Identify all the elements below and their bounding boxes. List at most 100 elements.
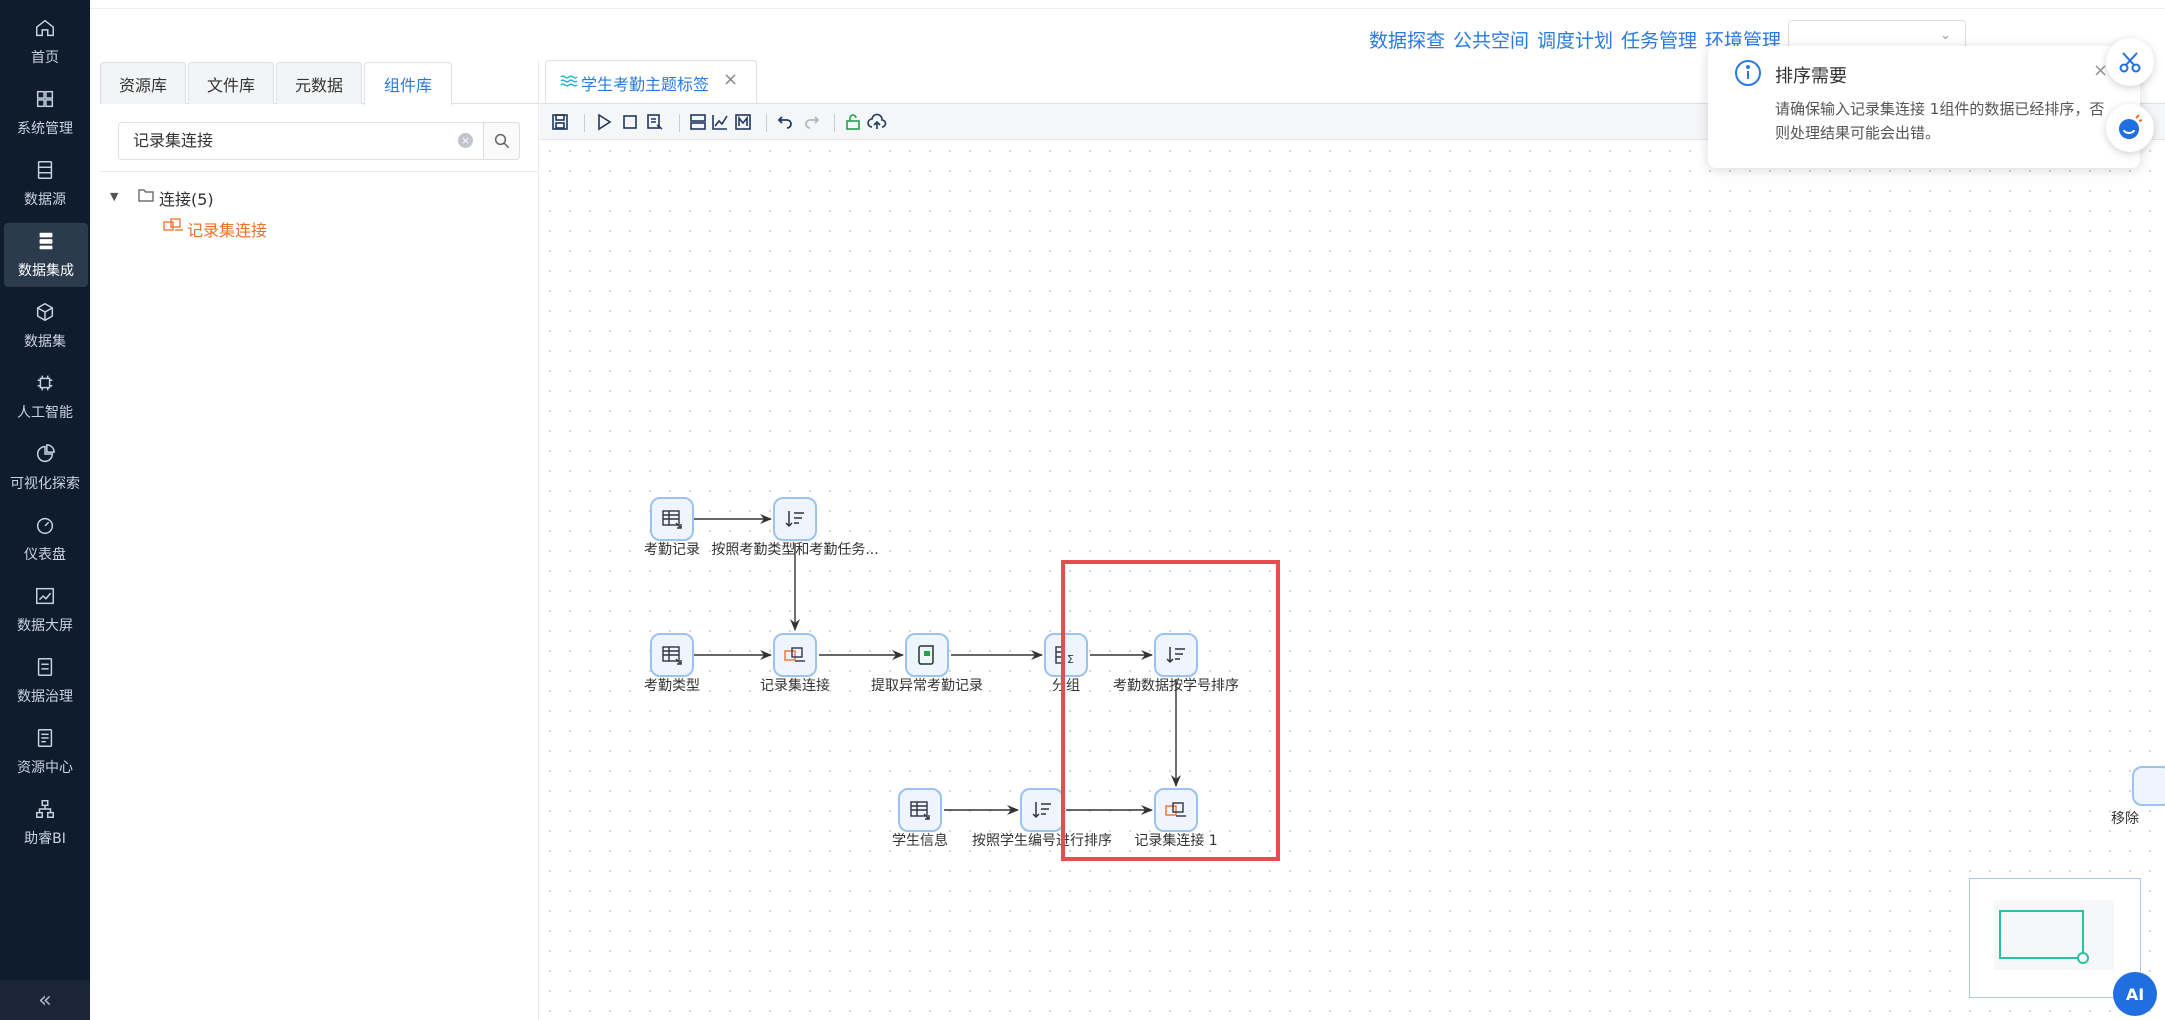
- tab-resource-library[interactable]: 资源库: [100, 62, 186, 104]
- search-icon: [494, 133, 509, 149]
- top-link-explore[interactable]: 数据探查: [1369, 30, 1446, 52]
- nav-item-bi[interactable]: 助睿BI: [0, 791, 90, 855]
- chat-bot-icon: [2119, 114, 2143, 139]
- table-input-icon: [662, 646, 682, 665]
- resource-icon: [37, 729, 53, 747]
- chart-icon[interactable]: [710, 112, 730, 132]
- gauge-icon: [36, 517, 54, 534]
- preview-icon[interactable]: [645, 112, 665, 132]
- node-label: 移除: [2111, 811, 2139, 827]
- flow-node-group[interactable]: Σ: [1044, 633, 1088, 677]
- flow-node-recordset-join[interactable]: [773, 633, 817, 677]
- editor-tab[interactable]: [545, 60, 757, 103]
- node-label: 考勤数据按学号排序: [1113, 678, 1239, 694]
- component-panel: [90, 60, 539, 1020]
- node-label: 记录集连接: [760, 678, 830, 694]
- node-label: 分组: [1052, 678, 1080, 694]
- stop-icon[interactable]: [620, 112, 640, 132]
- top-link-public-space[interactable]: 公共空间: [1453, 30, 1530, 52]
- screenshot-button[interactable]: [2106, 38, 2154, 86]
- nav-item-big-screen[interactable]: 数据大屏: [0, 578, 90, 642]
- upload-cloud-icon[interactable]: [867, 112, 887, 132]
- flow-node-recordset-join-1[interactable]: [1154, 788, 1198, 832]
- minimap-resize-handle[interactable]: [2077, 952, 2089, 964]
- nav-label: 数据治理: [17, 689, 73, 705]
- close-icon[interactable]: ×: [2093, 60, 2109, 81]
- nav-label: 资源中心: [17, 760, 73, 776]
- join-icon: [1165, 802, 1186, 817]
- nav-label: 数据集成: [18, 263, 74, 279]
- join-icon: [784, 647, 805, 662]
- scissors-icon: [2119, 52, 2141, 73]
- sort-icon: [1166, 647, 1185, 664]
- org-chart-icon: [36, 800, 54, 818]
- close-icon[interactable]: ×: [723, 69, 739, 90]
- run-icon[interactable]: [594, 112, 614, 132]
- flow-node-attendance-records[interactable]: [650, 497, 694, 541]
- toolbar-separator: [834, 114, 835, 132]
- minimap-viewport[interactable]: [1999, 910, 2084, 959]
- nav-item-home[interactable]: 首页: [0, 10, 90, 74]
- ai-button[interactable]: AI: [2113, 972, 2157, 1016]
- undo-icon[interactable]: [775, 112, 795, 132]
- node-label: 记录集连接 1: [1134, 833, 1218, 849]
- search-button[interactable]: [484, 122, 520, 160]
- search-input[interactable]: 记录集连接: [118, 122, 484, 160]
- tab-component-library[interactable]: 组件库: [364, 62, 452, 105]
- sort-icon: [1032, 802, 1051, 819]
- tab-metadata[interactable]: 元数据: [276, 62, 362, 104]
- nav-item-datasource[interactable]: 数据源: [0, 152, 90, 216]
- flow-node-attendance-type[interactable]: [650, 633, 694, 677]
- tree-node-connection[interactable]: 连接(5): [159, 190, 214, 209]
- redo-icon[interactable]: [802, 112, 822, 132]
- line-chart-icon: [36, 587, 54, 605]
- svg-text:Σ: Σ: [1067, 653, 1074, 666]
- top-link-task[interactable]: 任务管理: [1621, 30, 1698, 52]
- flow-node-partial[interactable]: [2132, 766, 2165, 806]
- notification-message: 请确保输入记录集连接 1组件的数据已经排序，否则处理结果可能会出错。: [1775, 100, 2105, 142]
- tab-file-library[interactable]: 文件库: [188, 62, 274, 104]
- nav-item-resource[interactable]: 资源中心: [0, 720, 90, 784]
- nav-item-system[interactable]: 系统管理: [0, 81, 90, 145]
- panel-divider: [100, 171, 539, 172]
- save-icon[interactable]: [550, 112, 570, 132]
- collapse-sidebar-button[interactable]: «: [0, 980, 90, 1020]
- assistant-button[interactable]: [2106, 104, 2154, 152]
- nav-label: 数据大屏: [17, 618, 73, 634]
- nav-label: 助睿BI: [24, 831, 66, 847]
- nav-item-governance[interactable]: 数据治理: [0, 649, 90, 713]
- nav-item-ai[interactable]: 人工智能: [0, 365, 90, 429]
- nav-item-visual-explore[interactable]: 可视化探索: [0, 436, 90, 500]
- flow-canvas[interactable]: [540, 141, 2165, 1020]
- nav-label: 仪表盘: [24, 547, 66, 563]
- nav-item-data-integration[interactable]: 数据集成: [4, 223, 88, 287]
- matrix-icon[interactable]: [733, 112, 753, 132]
- nav-label: 数据源: [24, 192, 66, 208]
- database-icon: [37, 161, 53, 179]
- flow-node-sort-by-student-id[interactable]: [1154, 633, 1198, 677]
- node-label: 考勤类型: [644, 678, 700, 694]
- toolbar-separator: [584, 114, 585, 132]
- editor-tab-label: 学生考勤主题标签: [581, 75, 710, 94]
- nav-label: 首页: [31, 50, 59, 66]
- flow-node-extract-abnormal[interactable]: [905, 633, 949, 677]
- unlock-icon[interactable]: [843, 112, 863, 132]
- tree-node-recordset-join[interactable]: 记录集连接: [187, 221, 268, 240]
- side-navigation: 首页 系统管理 数据源 数据集成 数据集 人工智能 可视化探索 仪表盘 数据大屏…: [0, 0, 90, 1020]
- layout-icon[interactable]: [688, 112, 708, 132]
- caret-down-icon[interactable]: ▼: [110, 190, 119, 203]
- nav-label: 可视化探索: [10, 476, 80, 492]
- chevron-down-icon: ⌄: [1940, 28, 1951, 43]
- top-divider: [90, 8, 2165, 9]
- top-link-schedule[interactable]: 调度计划: [1537, 30, 1614, 52]
- clear-icon[interactable]: ×: [458, 133, 473, 148]
- nav-item-dashboard[interactable]: 仪表盘: [0, 507, 90, 571]
- nav-item-dataset[interactable]: 数据集: [0, 294, 90, 358]
- flow-node-student-info[interactable]: [898, 788, 942, 832]
- node-label: 考勤记录: [644, 542, 700, 558]
- node-label: 按照学生编号进行排序: [972, 833, 1112, 849]
- home-icon: [36, 19, 54, 37]
- flow-node-sort-student-number[interactable]: [1020, 788, 1064, 832]
- node-label: 按照考勤类型和考勤任务...: [711, 542, 879, 558]
- flow-node-sort-type-task[interactable]: [773, 497, 817, 541]
